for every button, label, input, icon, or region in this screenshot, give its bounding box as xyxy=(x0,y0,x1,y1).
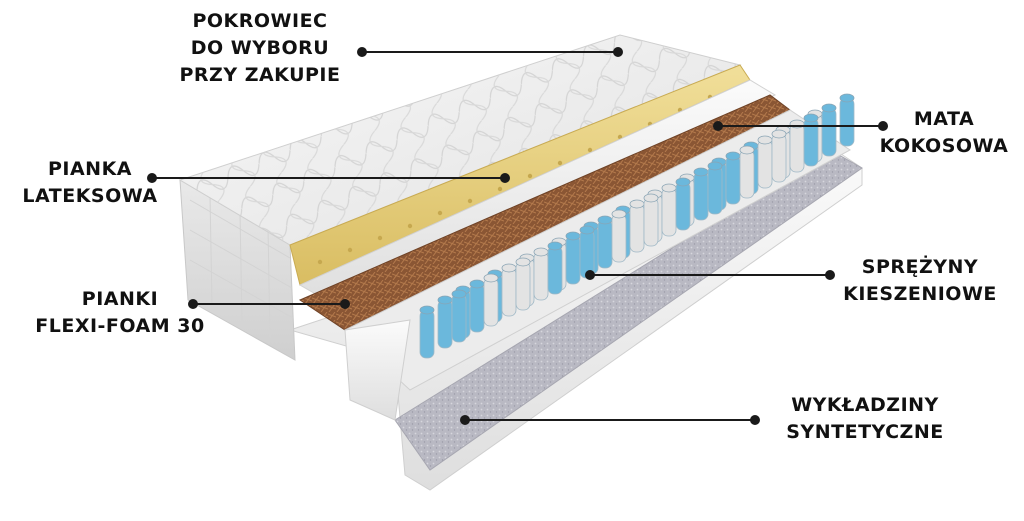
pocket-spring-cap xyxy=(771,129,787,139)
pocket-spring xyxy=(629,203,645,253)
pocket-spring-cap xyxy=(725,151,741,161)
pocket-spring-cap xyxy=(451,289,467,299)
label-line: POKROWIEC xyxy=(192,10,328,32)
front-foam-edge xyxy=(344,319,411,421)
label-line: PIANKA xyxy=(47,158,133,180)
pocket-spring-cap xyxy=(693,167,709,177)
latex-perforations xyxy=(317,94,713,265)
pocket-spring xyxy=(611,213,627,263)
pocket-spring-cap xyxy=(611,209,627,219)
pocket-spring xyxy=(675,181,691,231)
pocket-spring-cap xyxy=(597,215,613,225)
cover-side-quilting xyxy=(189,194,294,339)
label-sprezyny-kieszeniowe: SPRĘŻYNY KIESZENIOWE xyxy=(830,254,1010,308)
label-line: SYNTETYCZNE xyxy=(786,421,944,443)
pocket-spring-cap xyxy=(483,273,499,283)
pocket-spring xyxy=(437,299,453,349)
pocket-spring xyxy=(821,107,837,157)
pocket-spring-cap xyxy=(839,93,855,103)
pocket-spring xyxy=(451,293,467,343)
pocket-spring xyxy=(565,235,581,285)
pocket-spring xyxy=(469,283,485,333)
leader-lines xyxy=(147,47,888,425)
pocket-spring xyxy=(725,155,741,205)
pocket-spring-cap xyxy=(437,295,453,305)
pocket-spring-cap xyxy=(707,161,723,171)
label-line: KOKOSOWA xyxy=(879,135,1009,157)
pocket-spring xyxy=(515,261,531,311)
label-line: LATEKSOWA xyxy=(22,185,158,207)
pocket-spring xyxy=(771,133,787,183)
pocket-spring xyxy=(533,251,549,301)
pocket-spring xyxy=(501,267,517,317)
label-line: DO WYBORU xyxy=(190,37,330,59)
pocket-springs xyxy=(419,93,855,359)
pocket-spring-cap xyxy=(643,193,659,203)
pocket-spring xyxy=(739,149,755,199)
label-line: KIESZENIOWE xyxy=(843,283,997,305)
pocket-spring xyxy=(757,139,773,189)
pocket-spring xyxy=(597,219,613,269)
label-line: MATA xyxy=(913,108,975,130)
label-pianka-lateksowa: PIANKA LATEKSOWA xyxy=(10,156,170,210)
pocket-spring-cap xyxy=(757,135,773,145)
pocket-spring-cap xyxy=(565,231,581,241)
pocket-spring-cap xyxy=(661,183,677,193)
label-line: WYKŁADZINY xyxy=(791,394,939,416)
label-line: SPRĘŻYNY xyxy=(861,256,979,278)
label-line: PRZY ZAKUPIE xyxy=(179,64,341,86)
label-pokrowiec: POKROWIEC DO WYBORU PRZY ZAKUPIE xyxy=(170,8,350,89)
label-pianki-flexi-foam: PIANKI FLEXI-FOAM 30 xyxy=(20,286,220,340)
pocket-spring-cap xyxy=(547,241,563,251)
pocket-spring-cap xyxy=(803,113,819,123)
label-mata-kokosowa: MATA KOKOSOWA xyxy=(866,106,1022,160)
pocket-spring-cap xyxy=(533,247,549,257)
pocket-spring xyxy=(643,197,659,247)
label-line: PIANKI xyxy=(81,288,159,310)
pocket-spring-cap xyxy=(629,199,645,209)
pocket-spring xyxy=(839,97,855,147)
pocket-spring xyxy=(547,245,563,295)
pocket-spring-cap xyxy=(469,279,485,289)
pocket-spring xyxy=(707,165,723,215)
pocket-spring-cap xyxy=(501,263,517,273)
pocket-spring-cap xyxy=(419,305,435,315)
pocket-spring xyxy=(789,123,805,173)
pocket-spring-cap xyxy=(675,177,691,187)
pocket-spring-cap xyxy=(515,257,531,267)
label-line: FLEXI-FOAM 30 xyxy=(35,315,205,337)
pocket-spring xyxy=(661,187,677,237)
pocket-spring xyxy=(483,277,499,327)
pocket-spring-cap xyxy=(579,225,595,235)
pocket-spring xyxy=(419,309,435,359)
pocket-spring-cap xyxy=(739,145,755,155)
pocket-spring-cap xyxy=(821,103,837,113)
pocket-spring xyxy=(693,171,709,221)
label-wykladziny-syntetyczne: WYKŁADZINY SYNTETYCZNE xyxy=(772,392,958,446)
